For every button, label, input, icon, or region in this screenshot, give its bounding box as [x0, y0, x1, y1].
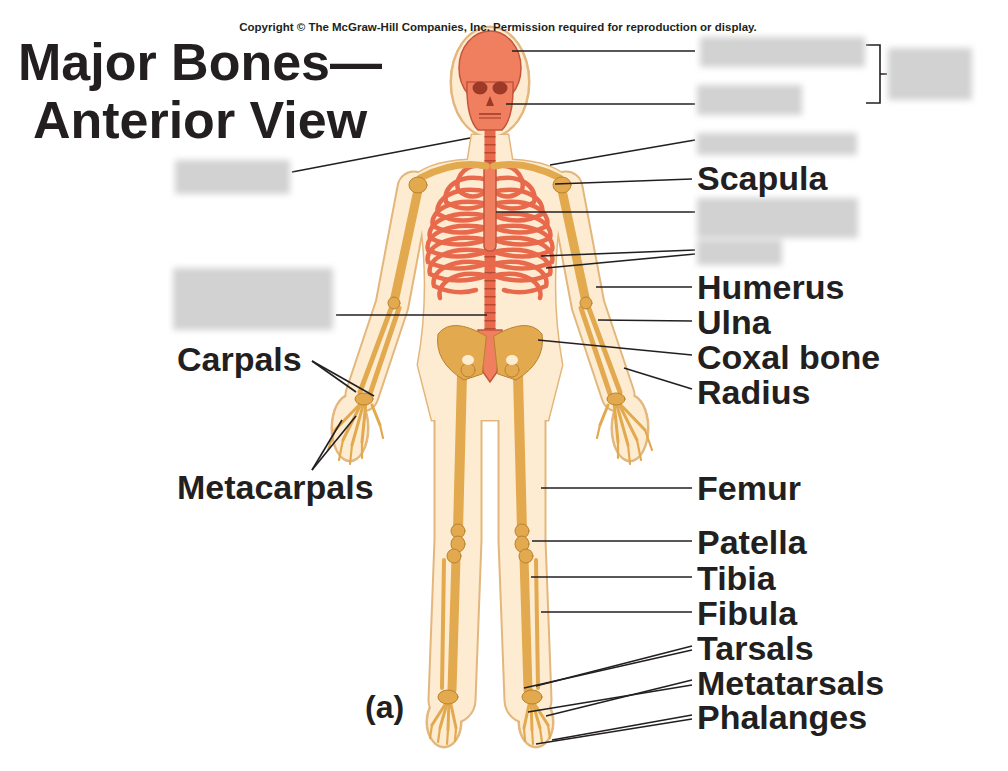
bone-label: Patella [697, 525, 807, 559]
bone-label: Coxal bone [697, 340, 880, 374]
bone-label: Metatarsals [697, 666, 884, 700]
bone-label: Ulna [697, 305, 771, 339]
bone-label: Tarsals [697, 631, 814, 665]
bone-label: Fibula [697, 596, 797, 630]
axial-skeleton [428, 31, 553, 382]
leader-lines [292, 45, 887, 744]
bone-label: Tibia [697, 561, 776, 595]
diagram-title: Major Bones— Anterior View [0, 33, 400, 149]
panel-letter: (a) [365, 691, 404, 723]
bone-label: Femur [697, 471, 801, 505]
bone-label: Humerus [697, 270, 844, 304]
body-outline [331, 26, 649, 748]
bone-label: Scapula [697, 161, 827, 195]
bone-label: Radius [697, 375, 810, 409]
appendicular-skeleton [328, 165, 652, 745]
copyright-notice: Copyright © The McGraw-Hill Companies, I… [239, 22, 757, 34]
bone-label: Phalanges [697, 700, 867, 734]
bone-label: Carpals [177, 342, 302, 376]
bone-label: Metacarpals [177, 470, 374, 504]
